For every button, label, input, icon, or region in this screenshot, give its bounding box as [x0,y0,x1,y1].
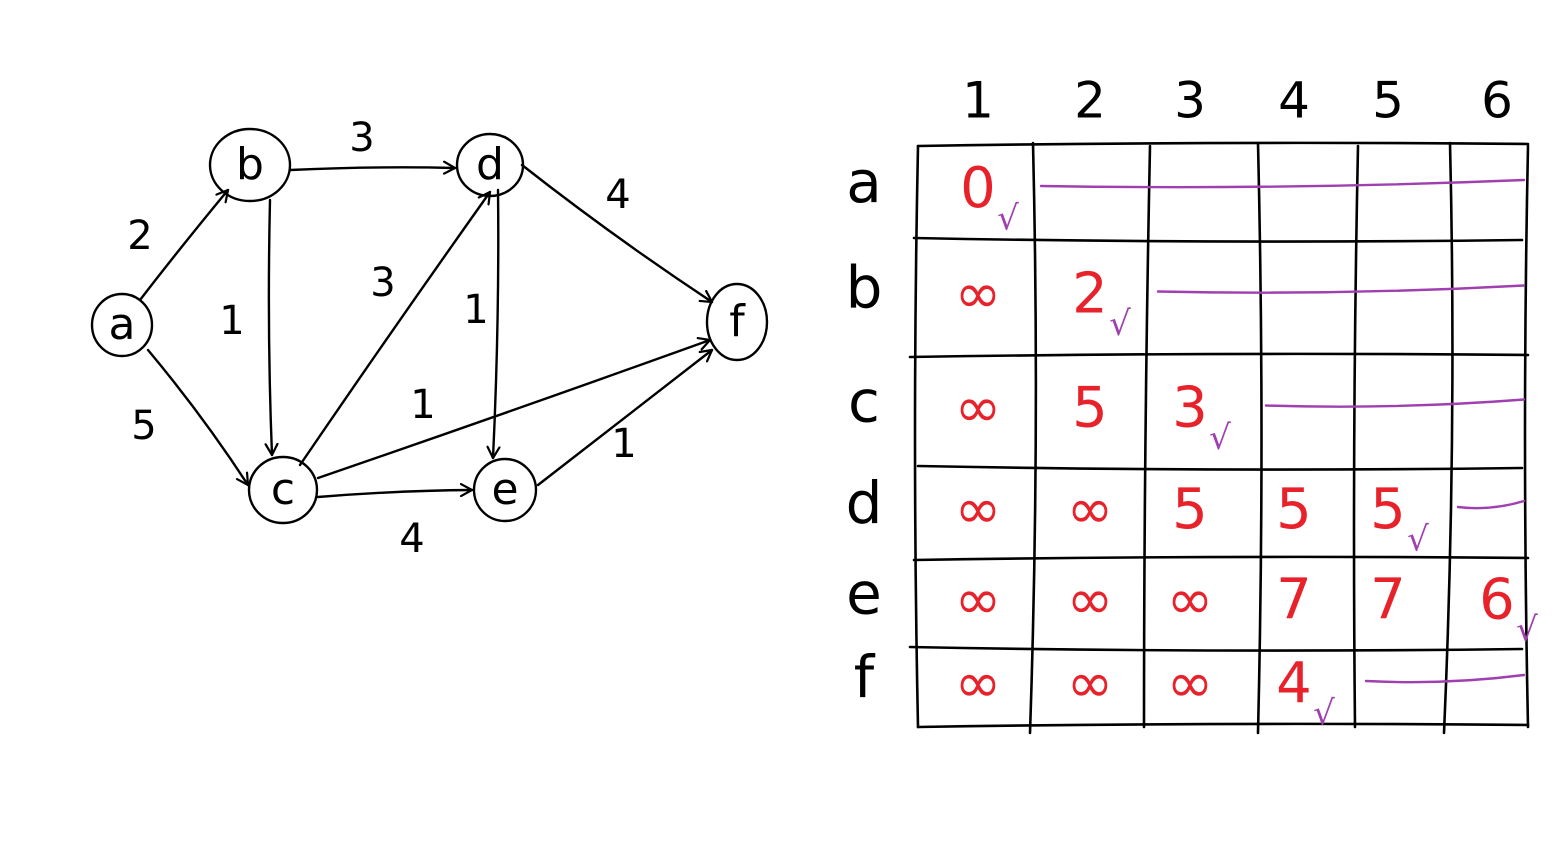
table-cell: ∞ [955,376,1002,441]
table-cell: ∞ [955,477,1002,542]
table-cell: 5 [1072,376,1108,441]
column-header: 4 [1278,72,1310,130]
grid-row-line [916,464,1524,471]
grid-col-line [1142,144,1152,729]
table-cell: ∞ [1167,568,1214,633]
edge-c-e [316,490,474,499]
table-cell: ∞ [955,568,1002,633]
table-cell: 5 [1172,477,1208,542]
row-label-a: a [846,148,882,216]
node-label-a: a [109,299,136,350]
row-label-f: f [854,643,876,711]
table-cell: 5 [1276,477,1312,542]
column-header: 5 [1372,72,1404,130]
edge-c-d [298,190,492,467]
grid-col-line [1442,141,1454,735]
grid-row-line [908,352,1530,359]
grid-row-line [916,722,1530,729]
node-f [705,282,769,362]
edge-weight-a-b: 2 [127,213,152,259]
table-cell: ∞ [955,651,1002,716]
grid-row-line [912,236,1524,243]
table-cell: 5 [1370,477,1406,542]
edge-c-f [316,340,712,480]
check-mark: √ [1109,304,1131,344]
table-cell: ∞ [1067,651,1114,716]
table-cell: 7 [1370,568,1406,633]
column-header: 2 [1074,72,1106,130]
column-header: 3 [1174,72,1206,130]
node-label-f: f [729,296,746,347]
node-label-c: c [271,464,295,515]
edge-weight-c-f: 1 [410,382,435,428]
table-cell: ∞ [1167,651,1214,716]
row-label-e: e [846,560,882,628]
edge-weight-b-c: 1 [219,298,244,344]
edge-weight-d-e: 1 [463,287,488,333]
grid-row-line [908,645,1524,652]
node-label-b: b [236,139,264,190]
table-cell: 0 [960,156,996,221]
node-label-d: d [476,139,504,190]
settled-strike-line [1264,398,1526,408]
edge-weight-c-d: 3 [370,260,395,306]
table-cell: 3 [1172,376,1208,441]
grid-col-line [1256,141,1263,735]
table-cell: ∞ [1067,568,1114,633]
settled-strike-line [1156,284,1526,294]
grid-col-line [1352,144,1360,729]
settled-strike-line [1456,499,1526,510]
grid-col-line [913,144,920,729]
check-mark: √ [1407,520,1429,560]
table-cell: 6 [1479,568,1515,633]
row-label-b: b [846,254,883,322]
check-mark: √ [1516,610,1538,650]
row-label-c: c [848,368,880,436]
node-b [208,127,292,203]
edge-weight-e-f: 1 [611,421,636,467]
node-d [455,132,525,198]
column-header: 1 [962,72,994,130]
node-c [247,455,319,525]
check-mark: √ [997,199,1019,239]
node-e [472,457,538,523]
edge-weight-c-e: 4 [399,516,424,562]
edge-weight-d-f: 4 [605,172,630,218]
node-label-e: e [491,464,518,515]
grid-col-line [1028,141,1038,735]
table-cell: 4 [1276,651,1312,716]
grid-row-line [912,555,1530,562]
grid-row-line [916,141,1530,148]
table-cell: 2 [1072,262,1108,327]
settled-strike-line [1364,673,1526,684]
column-header: 6 [1481,72,1513,130]
table-cell: ∞ [1067,477,1114,542]
row-label-d: d [846,469,883,537]
table-cell: ∞ [955,262,1002,327]
edge-b-d [288,167,457,170]
edge-d-e [493,188,498,460]
edge-a-c [146,348,250,487]
check-mark: √ [1313,694,1335,734]
edge-weight-a-c: 5 [131,403,156,449]
edge-b-c [269,198,272,457]
weighted-graph: 2 5 1 3 3 4 1 1 4 1 a b c d e f [90,115,769,562]
node-a [90,292,154,358]
grid-col-line [1523,144,1530,729]
edge-e-f [536,348,714,487]
check-mark: √ [1209,418,1231,458]
settled-strike-line [1039,178,1526,189]
table-cell: 7 [1276,568,1312,633]
edge-weight-b-d: 3 [349,115,374,161]
edge-d-f [520,163,714,304]
edge-a-b [138,188,230,302]
